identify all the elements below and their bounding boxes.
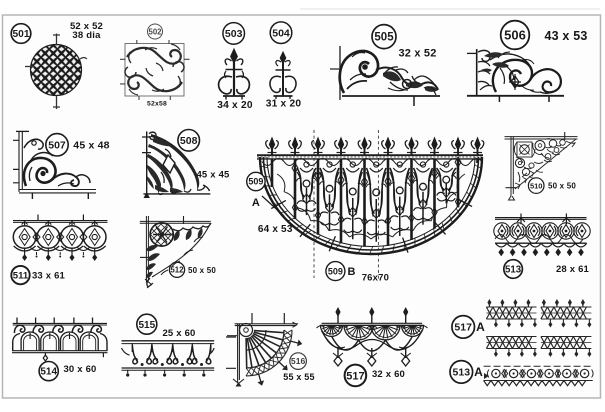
svg-text:32 x 52: 32 x 52: [398, 47, 436, 59]
svg-text:511: 511: [13, 271, 29, 282]
svg-text:B: B: [348, 266, 356, 278]
svg-text:503: 503: [225, 28, 243, 40]
svg-text:32 x 60: 32 x 60: [372, 369, 405, 380]
svg-text:50 x 50: 50 x 50: [548, 181, 576, 190]
svg-text:A: A: [476, 320, 485, 334]
svg-text:A: A: [474, 365, 483, 379]
svg-text:31 x 20: 31 x 20: [266, 99, 302, 110]
svg-text:516: 516: [291, 356, 306, 366]
svg-text:55 x 55: 55 x 55: [283, 372, 314, 382]
svg-text:517: 517: [346, 370, 364, 382]
svg-text:45 x 48: 45 x 48: [73, 139, 109, 151]
svg-text:501: 501: [13, 29, 30, 40]
svg-text:28 x 61: 28 x 61: [556, 264, 590, 275]
svg-text:45 x 45: 45 x 45: [196, 169, 230, 180]
svg-text:50 x 50: 50 x 50: [188, 266, 216, 275]
svg-text:43 x 53: 43 x 53: [544, 29, 587, 43]
svg-text:508: 508: [180, 135, 198, 147]
svg-text:506: 506: [504, 28, 526, 43]
svg-text:30 x 60: 30 x 60: [63, 364, 96, 375]
svg-text:502: 502: [148, 27, 162, 36]
svg-text:507: 507: [48, 140, 66, 152]
svg-text:505: 505: [374, 32, 394, 44]
svg-text:34 x 20: 34 x 20: [217, 100, 253, 111]
svg-text:509: 509: [328, 266, 343, 276]
svg-text:512: 512: [170, 266, 184, 275]
svg-text:A: A: [252, 197, 260, 209]
svg-text:514: 514: [40, 367, 57, 378]
svg-text:513: 513: [453, 367, 471, 379]
svg-text:513: 513: [505, 264, 522, 275]
svg-text:510: 510: [530, 181, 543, 190]
svg-text:52 x 52: 52 x 52: [70, 21, 103, 32]
svg-text:33 x 61: 33 x 61: [32, 270, 66, 281]
svg-text:38 dia: 38 dia: [72, 30, 101, 41]
svg-text:25 x 60: 25 x 60: [162, 328, 195, 339]
svg-text:64 x 53: 64 x 53: [258, 224, 293, 235]
svg-text:515: 515: [138, 320, 155, 331]
svg-text:504: 504: [272, 27, 290, 39]
svg-text:509: 509: [248, 177, 263, 187]
svg-text:52x58: 52x58: [147, 100, 167, 107]
svg-text:76x70: 76x70: [362, 273, 389, 284]
svg-text:517: 517: [454, 322, 472, 334]
